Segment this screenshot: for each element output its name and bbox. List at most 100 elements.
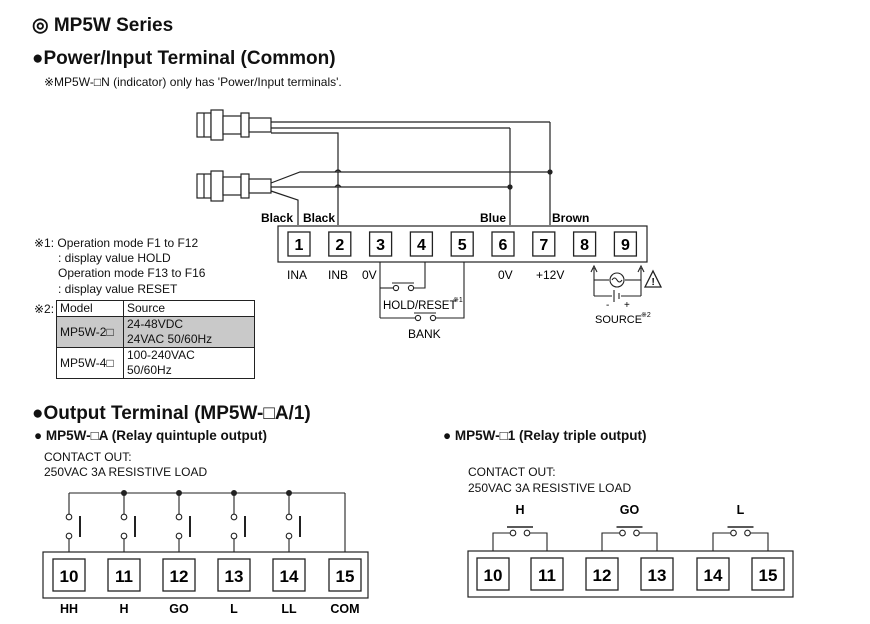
relay-contact <box>175 532 183 540</box>
source-mark: ※2 <box>641 312 651 319</box>
terminal-box <box>585 557 619 591</box>
quintuple-contact-line2: 250VAC 3A RESISTIVE LOAD <box>44 465 208 479</box>
terminal-number: 1 <box>295 237 304 254</box>
terminal-box <box>476 557 510 591</box>
note1-line1: ※1: Operation mode F1 to F12 <box>34 236 199 250</box>
relay-contact <box>509 529 517 537</box>
hold-reset-label: HOLD/RESET <box>383 300 457 312</box>
terminal-box <box>328 231 352 257</box>
triple-title: ● MP5W-□1 (Relay triple output) <box>443 428 647 443</box>
terminal-label-ina: INA <box>287 268 307 282</box>
quintuple-terminal-block <box>42 551 369 599</box>
terminal-box <box>530 557 564 591</box>
relay-label: H <box>515 503 524 517</box>
source-label: SOURCE <box>595 314 642 326</box>
terminal-label-0v-b: 0V <box>498 268 513 282</box>
model-cell: MP5W-4□ <box>56 347 124 379</box>
terminal-number: 13 <box>225 567 244 586</box>
terminal-number: 8 <box>580 237 589 254</box>
power-section-title: ●Power/Input Terminal (Common) <box>32 48 336 69</box>
terminal-box <box>368 231 393 257</box>
terminal-number: 12 <box>170 567 189 586</box>
terminal-box <box>52 558 86 592</box>
wire-label-brown: Brown <box>552 211 589 225</box>
note1-line3: Operation mode F13 to F16 <box>58 266 206 280</box>
triple-terminal-block <box>467 550 794 598</box>
relay-contact <box>120 513 128 521</box>
relay-contact <box>230 513 238 521</box>
relay-wire <box>712 532 731 551</box>
terminal-box <box>287 231 311 257</box>
terminal-number: 11 <box>115 567 133 586</box>
source-line2: 24VAC 50/60Hz <box>127 332 213 346</box>
source-minus: - <box>606 300 609 311</box>
terminal-number: 2 <box>335 237 344 254</box>
junction-dot <box>176 490 182 496</box>
terminal-number: 3 <box>376 237 385 254</box>
quintuple-title: ● MP5W-□A (Relay quintuple output) <box>34 428 268 443</box>
terminal-number: 4 <box>417 237 426 254</box>
terminal-label: HH <box>60 602 78 616</box>
terminal-box <box>328 558 362 592</box>
model-cell: MP5W-2□ <box>56 316 124 348</box>
note1-line4: : display value RESET <box>58 282 178 296</box>
hold-bank-switch-wiring <box>379 262 465 322</box>
terminal-number: 13 <box>648 566 667 585</box>
note1-line2: : display value HOLD <box>58 251 171 265</box>
terminal-number: 15 <box>336 567 355 586</box>
wire-label-blue: Blue <box>480 211 506 225</box>
terminal-label: H <box>119 602 128 616</box>
hold-reset-mark: ※1 <box>453 297 463 304</box>
terminal-box <box>491 231 515 257</box>
terminal-number: 14 <box>280 567 299 586</box>
source-line1: 100-240VAC <box>127 348 195 362</box>
relay-label: GO <box>620 503 640 517</box>
proximity-sensor-1-icon <box>196 109 272 141</box>
terminal-box <box>696 557 730 591</box>
triple-contact-line2: 250VAC 3A RESISTIVE LOAD <box>468 481 632 495</box>
terminal-box <box>640 557 674 591</box>
source-wiring <box>590 264 645 302</box>
source-plus: + <box>624 300 630 311</box>
wire-label-black-1: Black <box>261 211 293 225</box>
relay-contact <box>175 513 183 521</box>
header-source: Source <box>123 300 255 317</box>
relay-wire <box>750 532 769 551</box>
terminal-box <box>751 557 785 591</box>
terminal-box <box>272 558 306 592</box>
terminal-box <box>409 231 434 257</box>
quintuple-contact-line1: CONTACT OUT: <box>44 450 132 464</box>
terminal-box <box>217 558 251 592</box>
terminal-number: 10 <box>484 566 503 585</box>
terminal-number: 15 <box>759 566 778 585</box>
relay-wire <box>492 532 510 551</box>
terminal-number: 14 <box>704 566 723 585</box>
terminal-label: L <box>230 602 238 616</box>
relay-wire <box>639 532 658 551</box>
source-line2: 50/60Hz <box>127 363 172 377</box>
terminal-label-inb: INB <box>328 268 348 282</box>
indicator-note: ※MP5W-□N (indicator) only has 'Power/Inp… <box>44 75 342 89</box>
source-line1: 24-48VDC <box>127 317 184 331</box>
wire-label-black-2: Black <box>303 211 335 225</box>
terminal-label: COM <box>330 602 359 616</box>
relay-contact <box>730 529 737 537</box>
terminal-label-12v: +12V <box>536 268 564 282</box>
junction-dot <box>121 490 127 496</box>
junction-dot <box>286 490 292 496</box>
relay-contact <box>230 532 238 540</box>
terminal-number: 6 <box>499 237 508 254</box>
terminal-box <box>572 231 597 257</box>
terminal-number: 10 <box>60 567 79 586</box>
junction-dot <box>231 490 237 496</box>
terminal-number: 12 <box>593 566 612 585</box>
relay-contact <box>65 513 73 521</box>
relay-contact <box>65 532 73 540</box>
